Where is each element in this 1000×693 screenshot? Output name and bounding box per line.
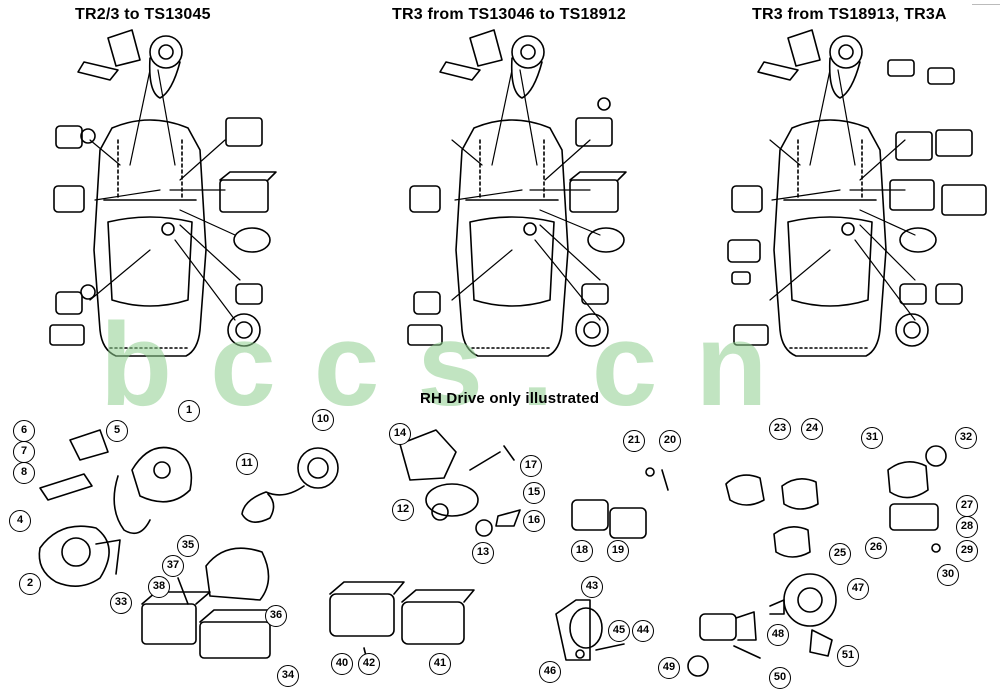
callout-31: 31	[861, 427, 883, 449]
callout-17: 17	[520, 455, 542, 477]
callout-45: 45	[608, 620, 630, 642]
callout-51: 51	[837, 645, 859, 667]
side-parts-right	[727, 129, 987, 347]
callout-46: 46	[539, 661, 561, 683]
gauge-47-51	[687, 573, 837, 677]
callout-23: 23	[769, 418, 791, 440]
sender-43-46	[555, 599, 625, 661]
callout-42: 42	[358, 653, 380, 675]
watermark: bccs.cn	[100, 299, 806, 431]
horn-top-left	[77, 29, 183, 99]
callout-8: 8	[13, 462, 35, 484]
callout-48: 48	[767, 624, 789, 646]
callout-41: 41	[429, 653, 451, 675]
callout-11: 11	[236, 453, 258, 475]
callout-13: 13	[472, 542, 494, 564]
car-plan-middle	[455, 119, 569, 357]
regulator-40-42	[329, 581, 475, 665]
callout-34: 34	[277, 665, 299, 687]
callout-29: 29	[956, 540, 978, 562]
callout-20: 20	[659, 430, 681, 452]
callout-32: 32	[955, 427, 977, 449]
horn-top-right	[757, 29, 955, 99]
drive-note: RH Drive only illustrated	[420, 390, 600, 407]
callout-36: 36	[265, 605, 287, 627]
callout-49: 49	[658, 657, 680, 679]
car-plan-left	[93, 119, 207, 357]
callout-26: 26	[865, 537, 887, 559]
callout-44: 44	[632, 620, 654, 642]
callout-21: 21	[623, 430, 645, 452]
title-left: TR2/3 to TS13045	[75, 6, 211, 23]
callout-50: 50	[769, 667, 791, 689]
side-parts-middle	[407, 97, 627, 347]
lamp-switch-18-19	[571, 467, 669, 539]
callout-4: 4	[9, 510, 31, 532]
callout-33: 33	[110, 592, 132, 614]
callout-15: 15	[523, 482, 545, 504]
callout-14: 14	[389, 423, 411, 445]
callout-28: 28	[956, 516, 978, 538]
callout-10: 10	[312, 409, 334, 431]
callout-6: 6	[13, 420, 35, 442]
leader-lines	[89, 69, 916, 321]
callout-18: 18	[571, 540, 593, 562]
title-middle: TR3 from TS13046 to TS18912	[392, 6, 626, 23]
callout-43: 43	[581, 576, 603, 598]
callout-1: 1	[178, 400, 200, 422]
callout-38: 38	[148, 576, 170, 598]
side-parts-left	[49, 117, 277, 347]
horn-assembly	[38, 429, 193, 587]
switch-26-32	[887, 445, 947, 553]
callout-5: 5	[106, 420, 128, 442]
callout-2: 2	[19, 573, 41, 595]
callout-27: 27	[956, 495, 978, 517]
callout-40: 40	[331, 653, 353, 675]
horn-push-10-11	[241, 447, 339, 523]
callout-7: 7	[13, 441, 35, 463]
callout-25: 25	[829, 543, 851, 565]
callout-35: 35	[177, 535, 199, 557]
callout-24: 24	[801, 418, 823, 440]
fuse-relays-33-38	[141, 547, 285, 659]
title-right: TR3 from TS18913, TR3A	[752, 6, 947, 23]
callout-12: 12	[392, 499, 414, 521]
callout-37: 37	[162, 555, 184, 577]
horn-top-middle	[439, 29, 545, 99]
switch-12-17	[399, 429, 521, 537]
corner-mark	[972, 0, 1000, 5]
callout-16: 16	[523, 510, 545, 532]
callout-47: 47	[847, 578, 869, 600]
callout-30: 30	[937, 564, 959, 586]
callout-19: 19	[607, 540, 629, 562]
switches-23-25	[725, 474, 819, 558]
car-plan-right	[773, 119, 887, 357]
